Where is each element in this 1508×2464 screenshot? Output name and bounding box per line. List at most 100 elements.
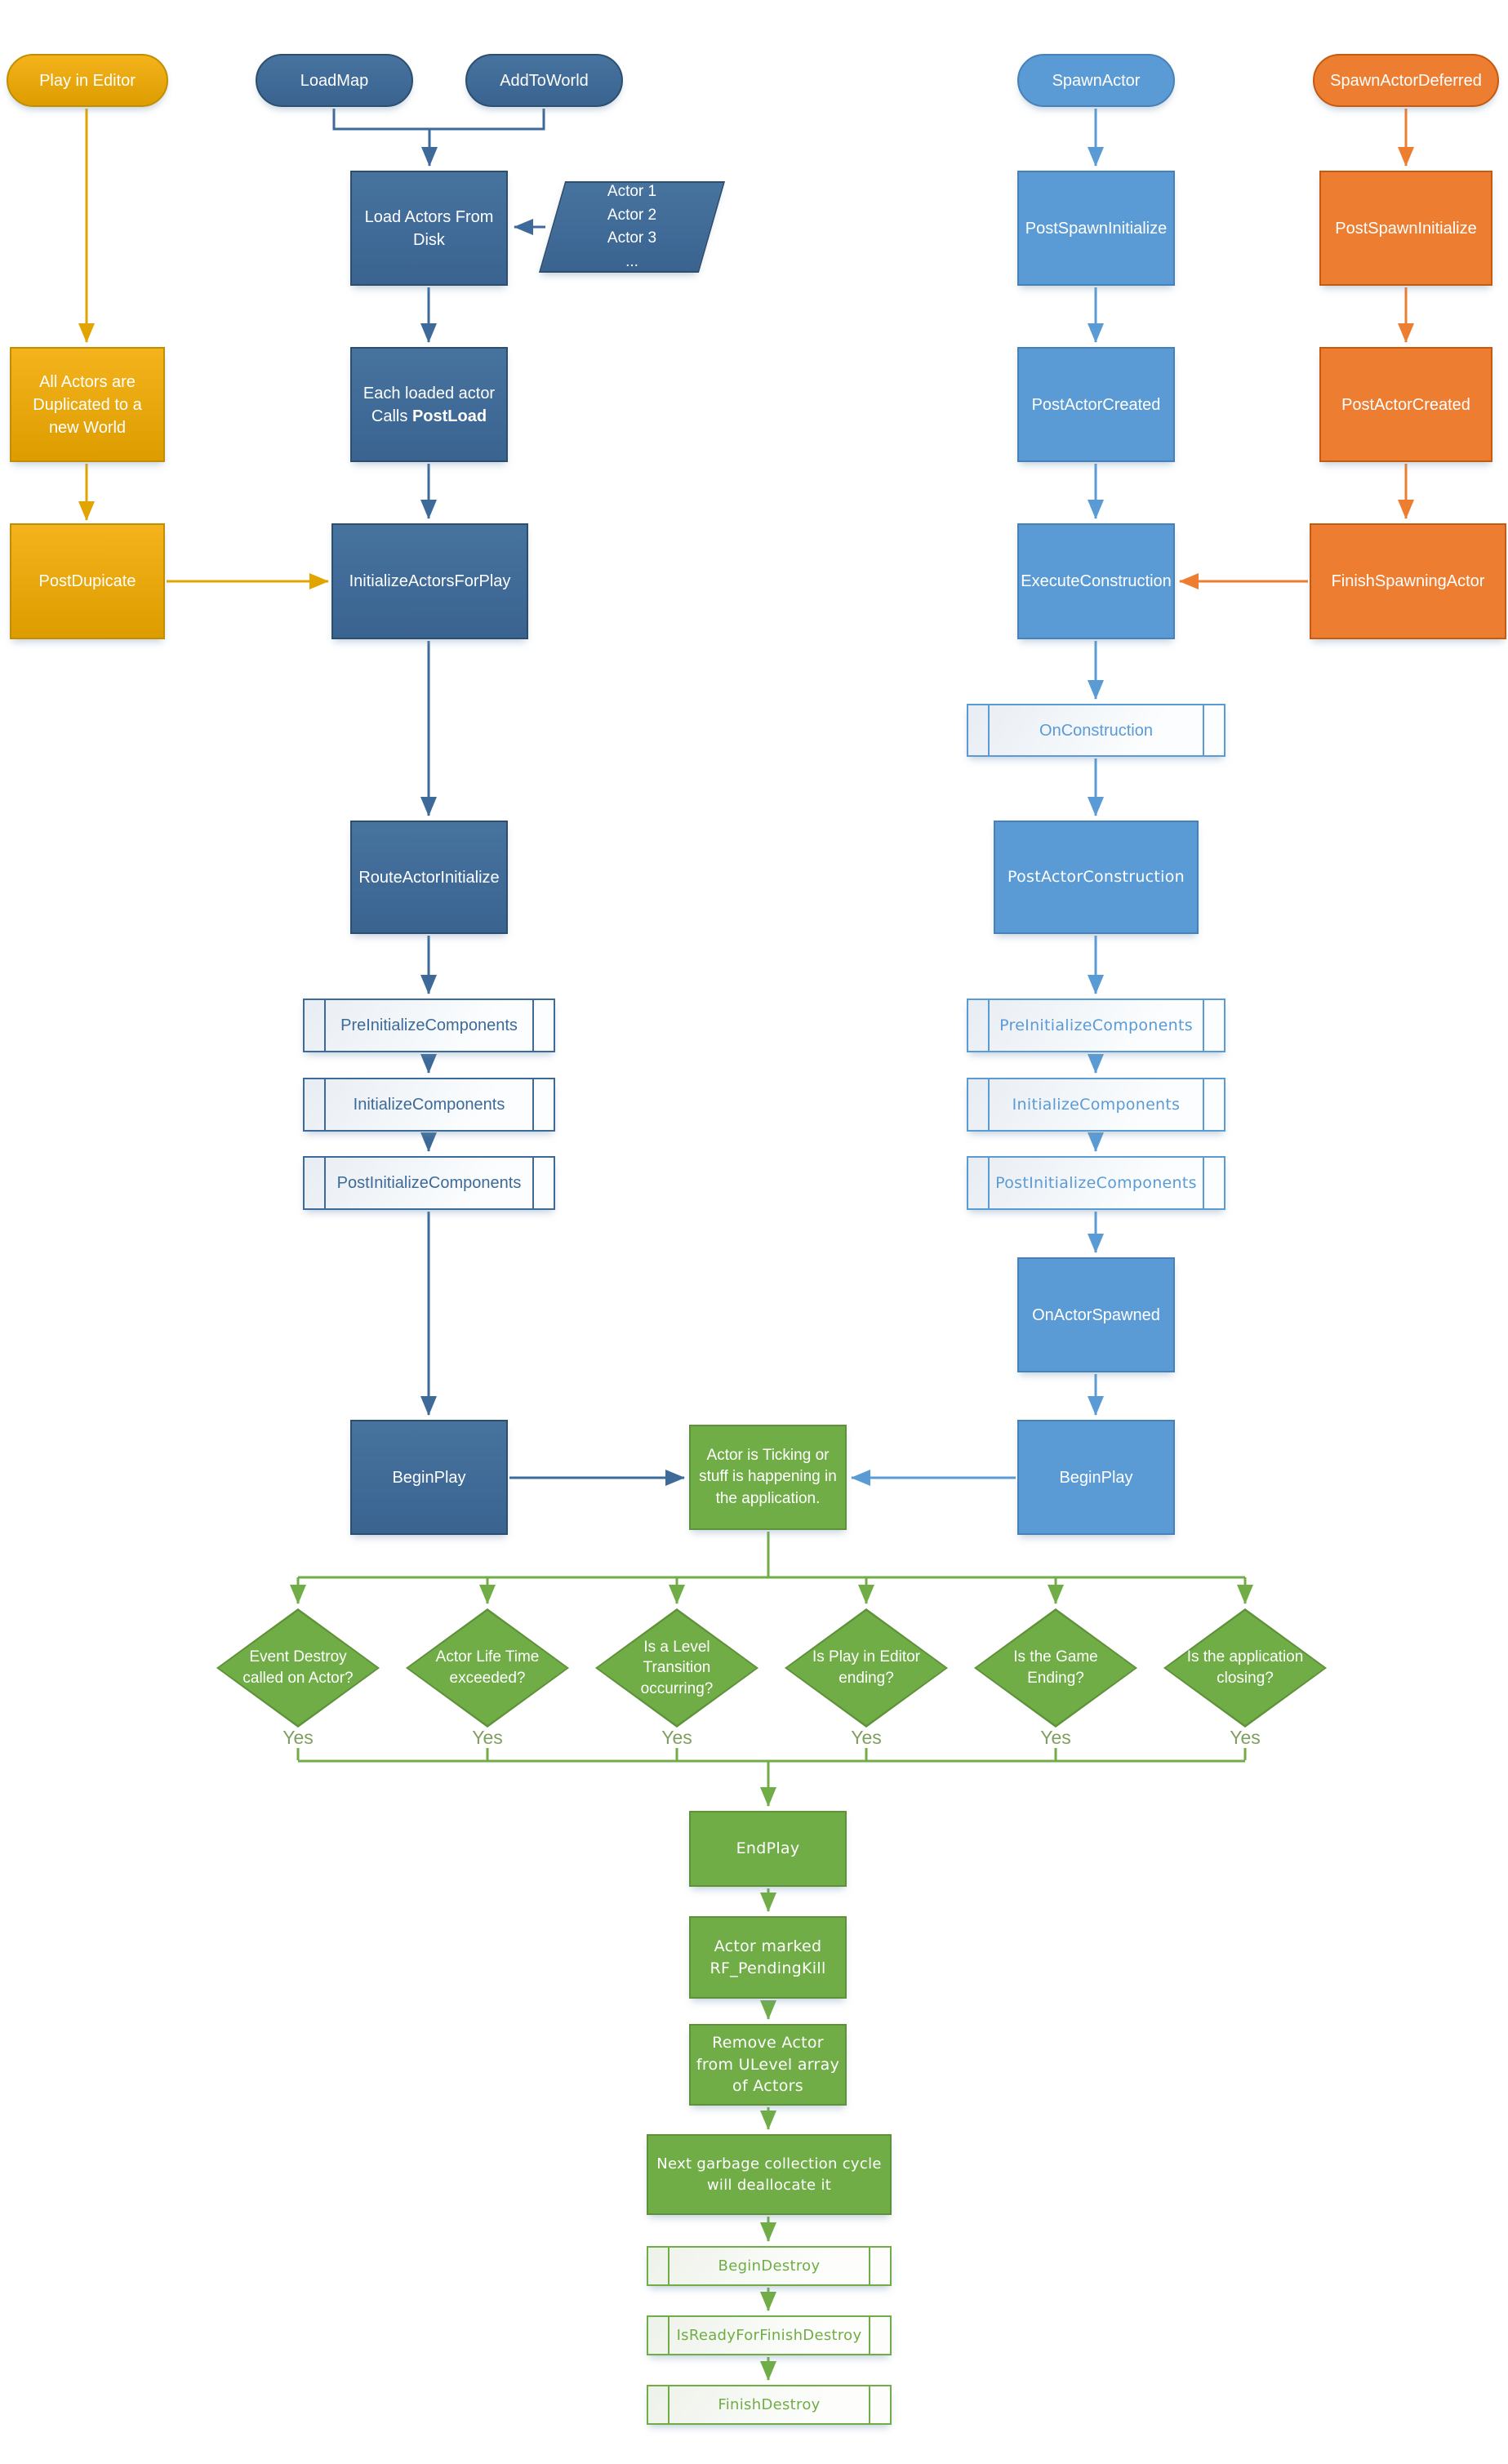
subroutine-bar	[532, 1079, 534, 1130]
node-label: ExecuteConstruction	[1021, 572, 1172, 590]
yes-label: Yes	[265, 1727, 331, 1749]
process-post-actor-construction: PostActorConstruction	[994, 821, 1199, 934]
decision-game-ending: Is the Game Ending?	[974, 1608, 1137, 1728]
subroutine-bar	[532, 1000, 534, 1051]
data-actor-list: Actor 1 Actor 2 Actor 3 ...	[538, 181, 726, 273]
decision-label-wrap: Event Destroy called on Actor?	[216, 1608, 380, 1728]
subroutine-bar	[1203, 705, 1204, 755]
process-post-spawn-initialize-orange: PostSpawnInitialize	[1319, 171, 1492, 286]
subroutine-finish-destroy: FinishDestroy	[647, 2385, 892, 2425]
process-actor-marked-pendingkill: Actor marked RF_PendingKill	[689, 1916, 847, 1999]
subroutine-initialize-components-right: InitializeComponents	[967, 1078, 1226, 1132]
node-label: Play in Editor	[39, 71, 136, 90]
node-label: OnConstruction	[1039, 721, 1153, 740]
terminator-loadmap: LoadMap	[256, 54, 413, 107]
subroutine-bar	[869, 2317, 870, 2354]
process-begin-play-right: BeginPlay	[1017, 1420, 1175, 1535]
terminator-spawnactor: SpawnActor	[1017, 54, 1175, 107]
terminator-spawnactordeferred: SpawnActorDeferred	[1313, 54, 1499, 107]
node-label: PostActorCreated	[1031, 395, 1161, 414]
node-label: RouteActorInitialize	[358, 868, 500, 887]
node-label: Actor marked RF_PendingKill	[710, 1937, 826, 1977]
subroutine-bar	[988, 1158, 990, 1208]
node-label: Is the Game Ending?	[1013, 1648, 1098, 1687]
decision-label-wrap: Is a Level Transition occurring?	[595, 1608, 758, 1728]
actor-list-line: Actor 1	[607, 183, 657, 200]
node-label: BeginPlay	[1059, 1468, 1133, 1487]
node-label: PostInitializeComponents	[995, 1173, 1197, 1192]
node-label: InitializeActorsForPlay	[349, 572, 511, 590]
subroutine-bar	[532, 1158, 534, 1208]
actor-list-line: ...	[625, 252, 638, 270]
node-label: PostSpawnInitialize	[1335, 219, 1477, 238]
subroutine-bar	[988, 1000, 990, 1051]
node-label: LoadMap	[300, 71, 369, 90]
yes-label: Yes	[1212, 1727, 1278, 1749]
process-end-play: EndPlay	[689, 1811, 847, 1887]
node-label: OnActorSpawned	[1032, 1305, 1160, 1324]
process-actor-ticking: Actor is Ticking or stuff is happening i…	[689, 1425, 847, 1530]
node-label: BeginPlay	[392, 1468, 466, 1487]
node-label: Is the application closing?	[1186, 1648, 1304, 1687]
line2: Calls PostLoad	[363, 405, 495, 428]
subroutine-bar	[668, 2317, 669, 2354]
node-label: PostActorConstruction	[1007, 868, 1185, 887]
node-label: Event Destroy called on Actor?	[242, 1648, 354, 1687]
process-initialize-actors-for-play: InitializeActorsForPlay	[331, 523, 528, 639]
node-label: PostActorCreated	[1341, 395, 1470, 414]
yes-label: Yes	[644, 1727, 710, 1749]
gold-arrows	[78, 109, 329, 589]
actor-list-line: Actor 2	[607, 206, 657, 224]
node-label: Actor Life Time exceeded?	[435, 1648, 540, 1687]
terminator-addtoworld: AddToWorld	[465, 54, 623, 107]
subroutine-post-initialize-components-right: PostInitializeComponents	[967, 1156, 1226, 1210]
postload-text: PostLoad	[411, 407, 487, 425]
process-next-garbage-collection: Next garbage collection cycle will deall…	[647, 2134, 892, 2215]
node-label: SpawnActorDeferred	[1330, 71, 1482, 90]
subroutine-bar	[988, 1079, 990, 1130]
process-postdupicate: PostDupicate	[10, 523, 165, 639]
process-route-actor-initialize: RouteActorInitialize	[350, 821, 508, 934]
yes-label: Yes	[455, 1727, 520, 1749]
subroutine-bar	[1203, 1000, 1204, 1051]
node-label: FinishSpawningActor	[1331, 572, 1485, 590]
terminator-play-in-editor: Play in Editor	[7, 54, 168, 107]
decision-actor-lifetime: Actor Life Time exceeded?	[406, 1608, 569, 1728]
process-on-actor-spawned: OnActorSpawned	[1017, 1257, 1175, 1372]
process-finish-spawning-actor: FinishSpawningActor	[1310, 523, 1506, 639]
process-load-actors-from-disk: Load Actors From Disk	[350, 171, 508, 286]
subroutine-bar	[869, 2386, 870, 2423]
node-label: All Actors are Duplicated to a new World	[33, 372, 142, 437]
process-post-spawn-initialize-blue: PostSpawnInitialize	[1017, 171, 1175, 286]
decision-level-transition: Is a Level Transition occurring?	[595, 1608, 758, 1728]
node-label: PostInitializeComponents	[336, 1174, 522, 1192]
node-label: Is a Level Transition occurring?	[640, 1638, 714, 1697]
process-begin-play-left: BeginPlay	[350, 1420, 508, 1535]
subroutine-bar	[988, 705, 990, 755]
yes-label: Yes	[834, 1727, 899, 1749]
subroutine-bar	[1203, 1079, 1204, 1130]
process-post-actor-created-orange: PostActorCreated	[1319, 347, 1492, 462]
decision-label-wrap: Actor Life Time exceeded?	[406, 1608, 569, 1728]
subroutine-bar	[1203, 1158, 1204, 1208]
node-label: SpawnActor	[1052, 71, 1141, 90]
process-each-loaded-actor-postload: Each loaded actor Calls PostLoad	[350, 347, 508, 462]
subroutine-post-initialize-components-left: PostInitializeComponents	[303, 1156, 555, 1210]
node-label: Each loaded actor Calls PostLoad	[363, 382, 495, 428]
node-label: Load Actors From Disk	[364, 207, 494, 249]
node-label: InitializeComponents	[353, 1096, 505, 1114]
node-label: Next garbage collection cycle will deall…	[656, 2155, 882, 2194]
orange-arrows	[1179, 109, 1414, 589]
node-label: InitializeComponents	[1012, 1095, 1181, 1114]
subroutine-pre-initialize-components-right: PreInitializeComponents	[967, 998, 1226, 1052]
calls-text: Calls	[371, 407, 408, 425]
node-label: BeginDestroy	[718, 2257, 821, 2275]
subroutine-bar	[324, 1158, 326, 1208]
subroutine-bar	[668, 2248, 669, 2284]
process-execute-construction: ExecuteConstruction	[1017, 523, 1175, 639]
blue-arrows	[851, 109, 1104, 1486]
subroutine-is-ready-for-finish-destroy: IsReadyForFinishDestroy	[647, 2315, 892, 2355]
process-post-actor-created-blue: PostActorCreated	[1017, 347, 1175, 462]
